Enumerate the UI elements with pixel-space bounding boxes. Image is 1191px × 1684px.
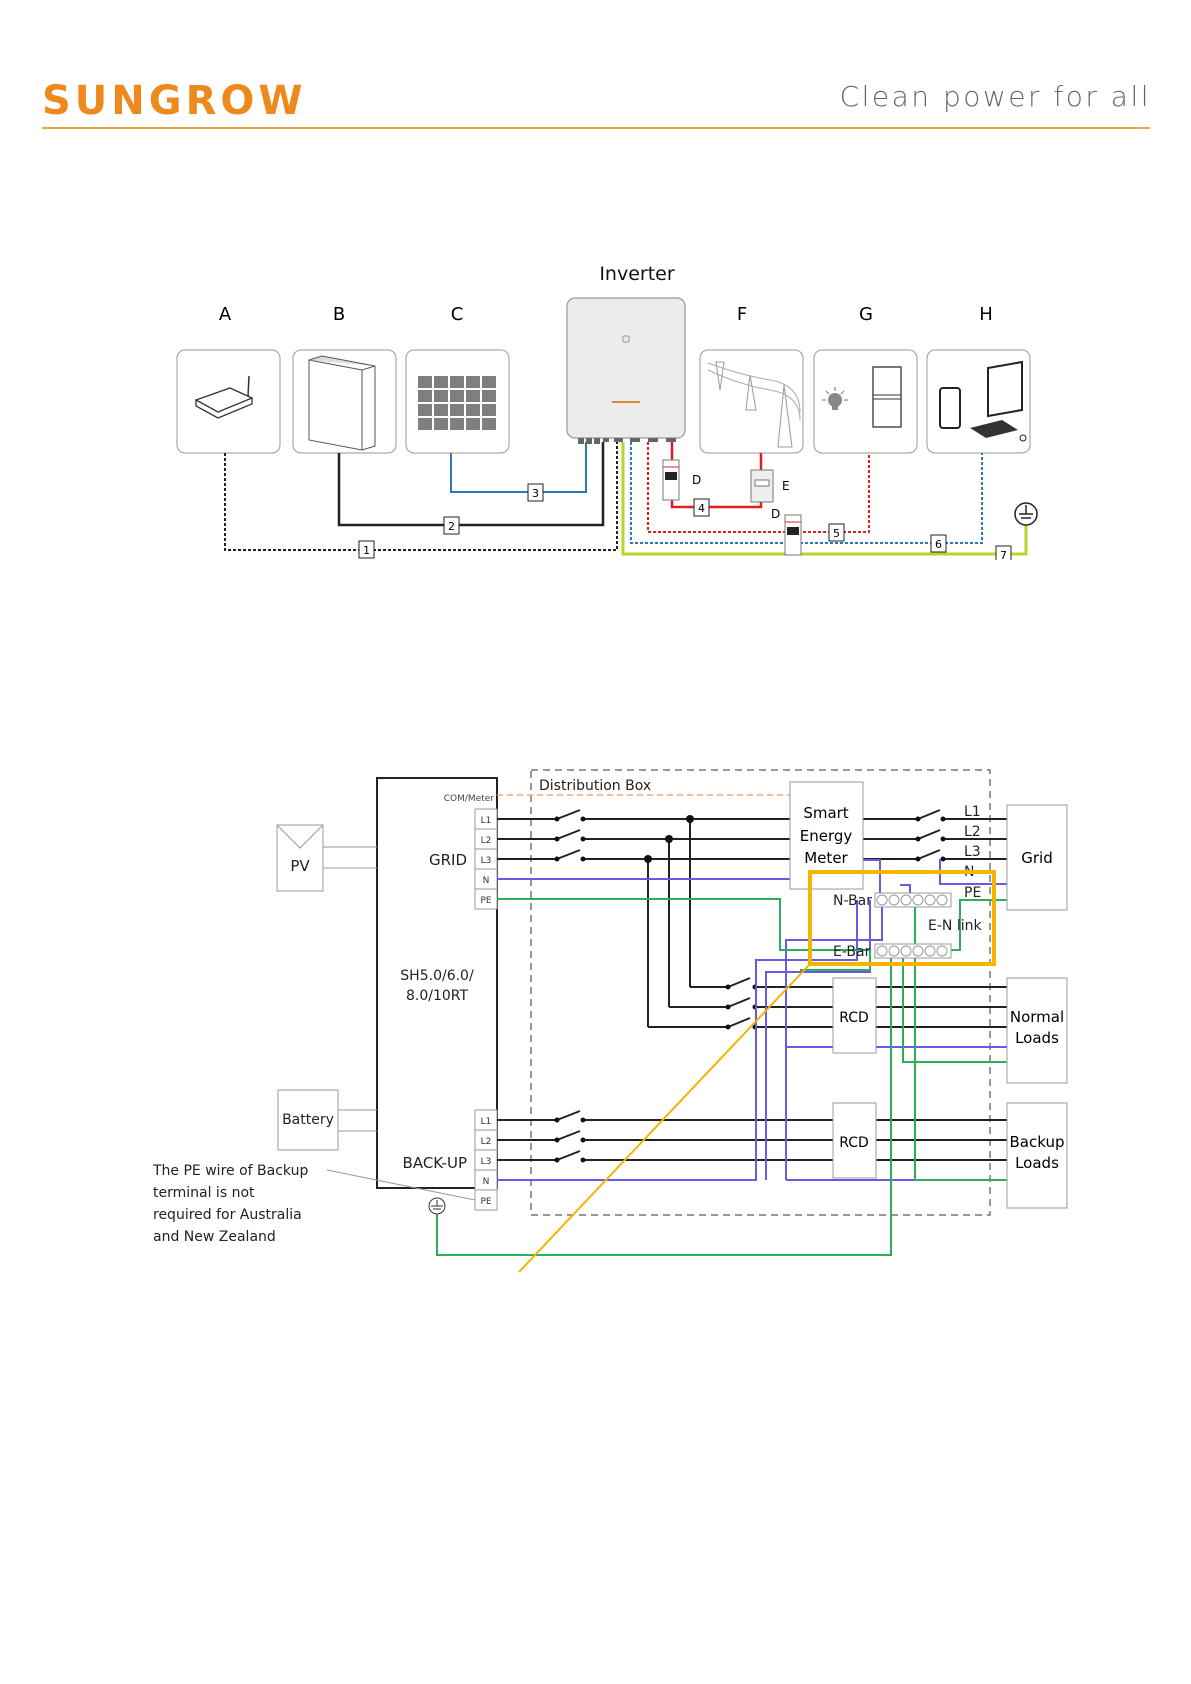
svg-text:PE: PE	[480, 1197, 491, 1207]
svg-text:L1: L1	[481, 816, 492, 826]
header-divider	[42, 127, 1150, 129]
en-link-label: E-N link	[928, 918, 982, 934]
svg-text:L2: L2	[481, 1137, 492, 1147]
svg-text:N: N	[483, 1177, 490, 1187]
svg-text:Normal: Normal	[1010, 1008, 1064, 1026]
inverter-label: Inverter	[599, 263, 675, 285]
svg-text:5: 5	[833, 527, 840, 540]
nbar	[874, 892, 952, 908]
cable-tag-3: 3	[527, 483, 544, 502]
grid-line-l1: L1	[964, 804, 981, 820]
svg-text:required for Australia: required for Australia	[153, 1207, 302, 1223]
svg-text:4: 4	[698, 502, 705, 515]
component-letter-c: C	[451, 304, 464, 325]
backup-port-label: BACK-UP	[403, 1154, 467, 1172]
component-letter-a: A	[219, 304, 232, 325]
grid-port-label: GRID	[429, 851, 467, 869]
breaker-label-d2: D	[771, 507, 780, 521]
bulb-fridge-icon	[813, 349, 918, 454]
battery-icon	[292, 349, 397, 454]
meter-icon	[750, 469, 774, 503]
svg-text:Battery: Battery	[282, 1112, 334, 1128]
svg-text:L3: L3	[481, 1157, 492, 1167]
svg-text:and New Zealand: and New Zealand	[153, 1229, 276, 1245]
grid-block: Grid	[1006, 804, 1068, 911]
svg-text:Loads: Loads	[1015, 1029, 1059, 1047]
normal-loads-block: Normal Loads	[1006, 977, 1068, 1084]
svg-text:RCD: RCD	[839, 1135, 869, 1151]
svg-text:The PE wire of Backup: The PE wire of Backup	[152, 1163, 308, 1179]
tagline: Clean power for all	[839, 80, 1151, 113]
svg-text:1: 1	[363, 544, 370, 557]
nbar-label: N-Bar	[833, 893, 872, 909]
inverter-model-line2: 8.0/10RT	[406, 988, 469, 1004]
svg-text:N: N	[483, 876, 490, 886]
highlight-box	[808, 870, 996, 966]
wiring-diagram: COM/Meter GRID SH5.0/6.0/ 8.0/10RT BACK-…	[152, 769, 1068, 1273]
distribution-box	[530, 769, 991, 1216]
svg-text:Backup: Backup	[1010, 1133, 1065, 1151]
rcd-normal: RCD	[832, 977, 877, 1054]
earth-ground-icon	[1014, 502, 1038, 526]
com-meter-label: COM/Meter	[444, 794, 495, 804]
svg-text:L3: L3	[481, 856, 492, 866]
ebar-label: E-Bar	[833, 944, 871, 960]
ground-terminal-icon	[428, 1197, 446, 1215]
svg-text:terminal is not: terminal is not	[153, 1185, 255, 1201]
svg-text:Smart: Smart	[803, 804, 848, 822]
svg-text:2: 2	[448, 520, 455, 533]
note-text: The PE wire of Backup terminal is not re…	[152, 1163, 308, 1245]
svg-text:Meter: Meter	[804, 849, 848, 867]
cable-tag-2: 2	[443, 516, 460, 535]
cable-tag-6: 6	[930, 534, 947, 553]
breaker-label-d1: D	[692, 473, 701, 487]
grid-line-pe: PE	[964, 885, 981, 901]
backup-loads-block: Backup Loads	[1006, 1102, 1068, 1209]
svg-text:PV: PV	[290, 857, 310, 875]
cable-tag-7: 7	[995, 545, 1012, 560]
battery-block: Battery	[277, 1089, 377, 1151]
svg-text:6: 6	[935, 538, 942, 551]
grid-terminal-block: L1 L2 L3 N PE	[474, 808, 498, 910]
svg-text:PE: PE	[480, 896, 491, 906]
ebar	[874, 943, 952, 959]
breaker-icon	[784, 514, 802, 556]
phone-computer-icon	[926, 349, 1031, 454]
backup-terminal-block: L1 L2 L3 N PE	[474, 1109, 498, 1211]
power-tower-icon	[699, 349, 804, 454]
cable-tag-1: 1	[358, 540, 375, 559]
component-letter-g: G	[859, 304, 873, 325]
svg-text:L2: L2	[481, 836, 492, 846]
cable-tag-5: 5	[828, 523, 845, 542]
svg-text:3: 3	[532, 487, 539, 500]
solar-panel-icon	[405, 349, 510, 454]
svg-text:7: 7	[1000, 549, 1007, 560]
router-icon	[176, 349, 281, 454]
component-letter-h: H	[979, 304, 993, 325]
svg-text:L1: L1	[481, 1117, 492, 1127]
component-letter-f: F	[737, 304, 747, 325]
highlight-pointer-line	[518, 963, 811, 1273]
svg-text:Energy: Energy	[800, 827, 853, 845]
note-leader-line	[326, 1169, 476, 1201]
svg-text:RCD: RCD	[839, 1010, 869, 1026]
meter-label-e: E	[782, 479, 790, 493]
rcd-backup: RCD	[832, 1102, 877, 1179]
cable-tag-4: 4	[693, 498, 710, 517]
pv-block: PV	[276, 824, 377, 892]
breaker-icon	[662, 459, 680, 501]
svg-text:Grid: Grid	[1021, 849, 1052, 867]
system-overview-diagram: Inverter A B C F G H	[176, 263, 1038, 560]
component-letter-b: B	[333, 304, 345, 325]
brand-text: SUNGROW	[42, 80, 307, 120]
distribution-box-label: Distribution Box	[539, 778, 651, 794]
inverter-icon	[566, 297, 686, 444]
grid-line-l2: L2	[964, 824, 981, 840]
grid-line-l3: L3	[964, 844, 981, 860]
inverter-model-line1: SH5.0/6.0/	[400, 968, 474, 984]
svg-text:Loads: Loads	[1015, 1154, 1059, 1172]
sungrow-logo: SUNGROW	[42, 80, 307, 120]
